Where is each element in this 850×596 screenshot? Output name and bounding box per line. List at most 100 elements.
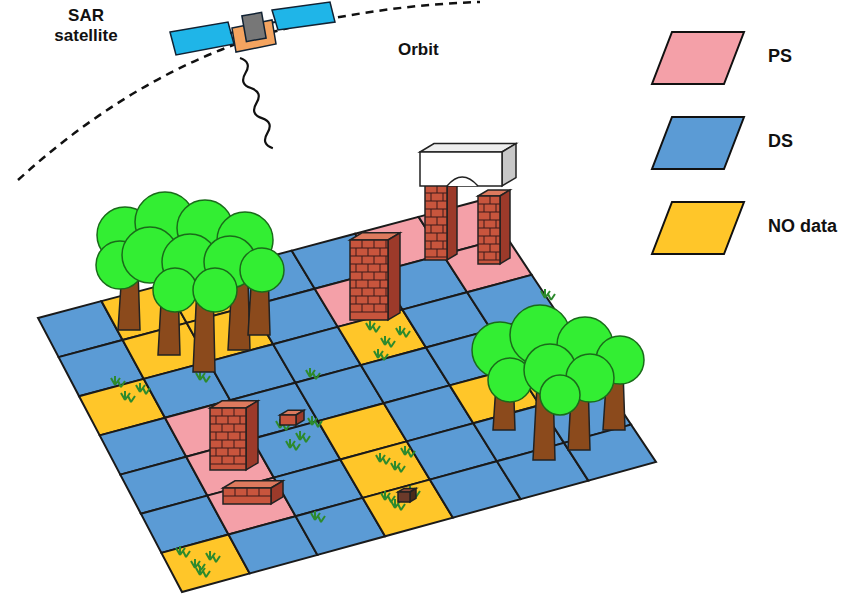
brick-line (374, 272, 375, 280)
orbit-path (18, 2, 480, 180)
brick-line (437, 249, 438, 257)
brick-line (240, 448, 241, 456)
brick-line (362, 256, 363, 264)
grass-tuft (396, 326, 410, 337)
brick-line (443, 193, 444, 201)
grass-tuft (286, 439, 300, 450)
grass-tuft (308, 416, 322, 427)
grass-tuft (296, 431, 310, 442)
grass-tuft (366, 321, 380, 332)
brick-line (380, 280, 381, 288)
brick-line (362, 272, 363, 280)
brick-line (234, 440, 235, 448)
legend-label: DS (768, 131, 793, 152)
brick-line (431, 225, 432, 233)
brick-line (228, 432, 229, 440)
brick-line (222, 408, 223, 416)
brick-line (478, 220, 500, 221)
brick-line (368, 248, 369, 256)
grass-tuft (381, 491, 395, 502)
brick-line (362, 240, 363, 248)
brick-line (425, 225, 447, 226)
grass-tuft (374, 349, 388, 360)
brick-line (380, 264, 381, 272)
brick-line (496, 220, 497, 228)
brick-line (362, 288, 363, 296)
grass-tuft (121, 391, 135, 402)
box-side (500, 190, 510, 264)
brick-line (490, 244, 491, 252)
brick-line (210, 464, 246, 465)
brick-line (496, 252, 497, 260)
brick-line (425, 193, 447, 194)
brick-line (425, 233, 447, 234)
brick-line (431, 241, 432, 249)
brick-line (484, 252, 485, 260)
box-front (425, 185, 447, 260)
brick-line (496, 204, 497, 212)
grass-tuft (391, 461, 405, 472)
legend-label: PS (768, 46, 792, 67)
grass-tuft (306, 368, 320, 379)
brick-line (478, 204, 500, 205)
grass-tuft (381, 336, 395, 347)
legend-swatch (650, 30, 746, 86)
brick-line (386, 304, 387, 312)
box-front (210, 408, 246, 470)
brick-line (222, 440, 223, 448)
brick-line (368, 264, 369, 272)
box-side (271, 481, 283, 504)
grass-tuft (206, 551, 220, 562)
buildings (210, 144, 516, 504)
brick-line (490, 228, 491, 236)
grass-tuft (311, 511, 325, 522)
brick-line (374, 256, 375, 264)
brick-line (350, 312, 388, 313)
pixel-grid (38, 200, 656, 592)
brick-line (478, 244, 500, 245)
brick-line (425, 241, 447, 242)
brick-line (437, 233, 438, 241)
brick-line (234, 456, 235, 464)
grass-tuft (176, 546, 190, 557)
brick-line (386, 272, 387, 280)
brick-line (437, 217, 438, 225)
box-side (447, 179, 457, 260)
brick-line (478, 228, 500, 229)
brick-line (484, 220, 485, 228)
box-side (410, 488, 416, 502)
brick-line (425, 249, 447, 250)
box-side (388, 233, 400, 320)
box-top (420, 144, 516, 152)
grass-tuft (401, 446, 415, 457)
tree-canopy (193, 268, 237, 312)
trees (96, 192, 644, 460)
brick-line (216, 448, 217, 456)
brick-line (234, 424, 235, 432)
tree-canopy (540, 375, 580, 415)
arch-curve (447, 177, 478, 186)
brick-line (484, 204, 485, 212)
box-front (478, 196, 500, 264)
brick-line (356, 296, 357, 304)
box-front (280, 415, 296, 425)
orbit-label: Orbit (398, 40, 478, 60)
grass-tuft (196, 566, 210, 577)
brick-line (496, 236, 497, 244)
brick-line (235, 488, 236, 496)
brick-line (362, 304, 363, 312)
tree-canopy (240, 248, 284, 292)
brick-line (216, 432, 217, 440)
brick-line (356, 264, 357, 272)
brick-line (478, 236, 500, 237)
brick-line (259, 488, 260, 496)
brick-line (228, 448, 229, 456)
brick-line (431, 193, 432, 201)
brick-line (240, 432, 241, 440)
brick-line (247, 488, 248, 496)
box-front (420, 152, 502, 186)
brick-line (478, 252, 500, 253)
brick-line (374, 288, 375, 296)
brick-line (380, 296, 381, 304)
